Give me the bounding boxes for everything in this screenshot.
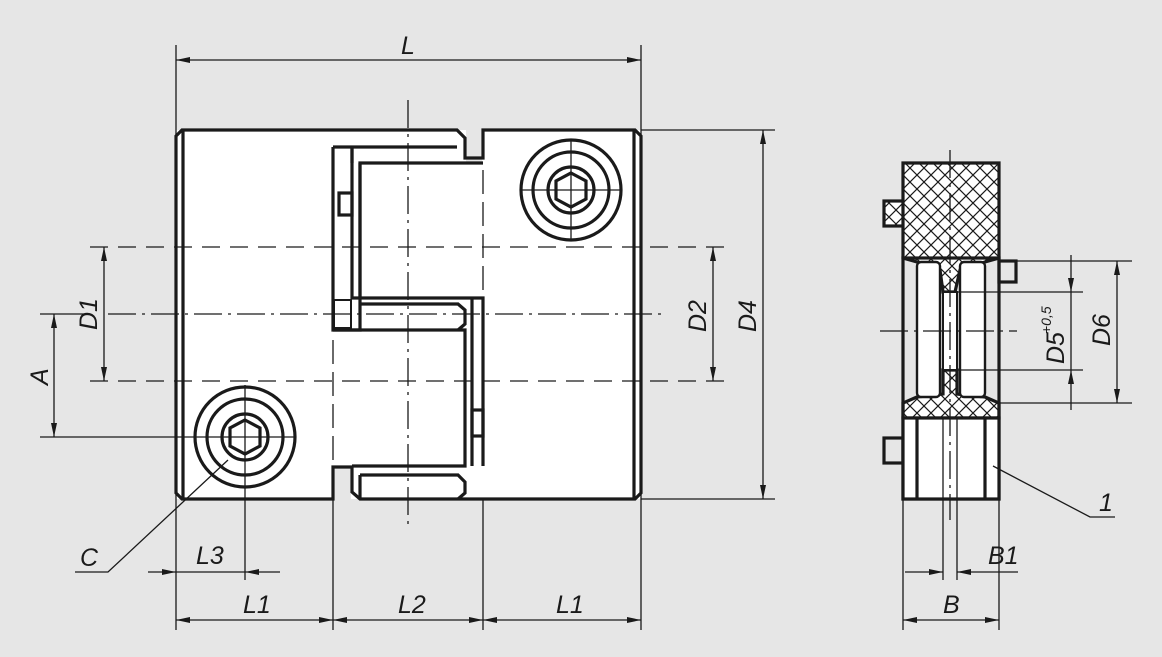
dim-label-D2: D2 bbox=[684, 300, 712, 332]
dim-label-B: B bbox=[943, 591, 960, 619]
dim-label-L1-left: L1 bbox=[243, 591, 271, 619]
item-number-1: 1 bbox=[1099, 489, 1113, 517]
label-C: C bbox=[80, 544, 99, 572]
side-view bbox=[880, 150, 1132, 630]
front-view bbox=[40, 100, 730, 580]
dim-label-B1: B1 bbox=[988, 542, 1019, 570]
dim-label-L: L bbox=[401, 32, 415, 60]
dim-label-A: A bbox=[26, 368, 54, 387]
dim-label-L3: L3 bbox=[196, 542, 224, 570]
dim-label-D1: D1 bbox=[75, 298, 103, 330]
dim-label-D6: D6 bbox=[1088, 314, 1116, 346]
extension-lines bbox=[40, 45, 775, 630]
dimensions bbox=[51, 57, 766, 623]
dim-label-L1-right: L1 bbox=[556, 591, 584, 619]
dim-label-D4: D4 bbox=[734, 300, 762, 332]
dim-label-L2: L2 bbox=[398, 591, 426, 619]
dim-label-D5-tolerance: +0,5 bbox=[1038, 306, 1054, 334]
dim-label-D5: D5 bbox=[1042, 332, 1070, 364]
